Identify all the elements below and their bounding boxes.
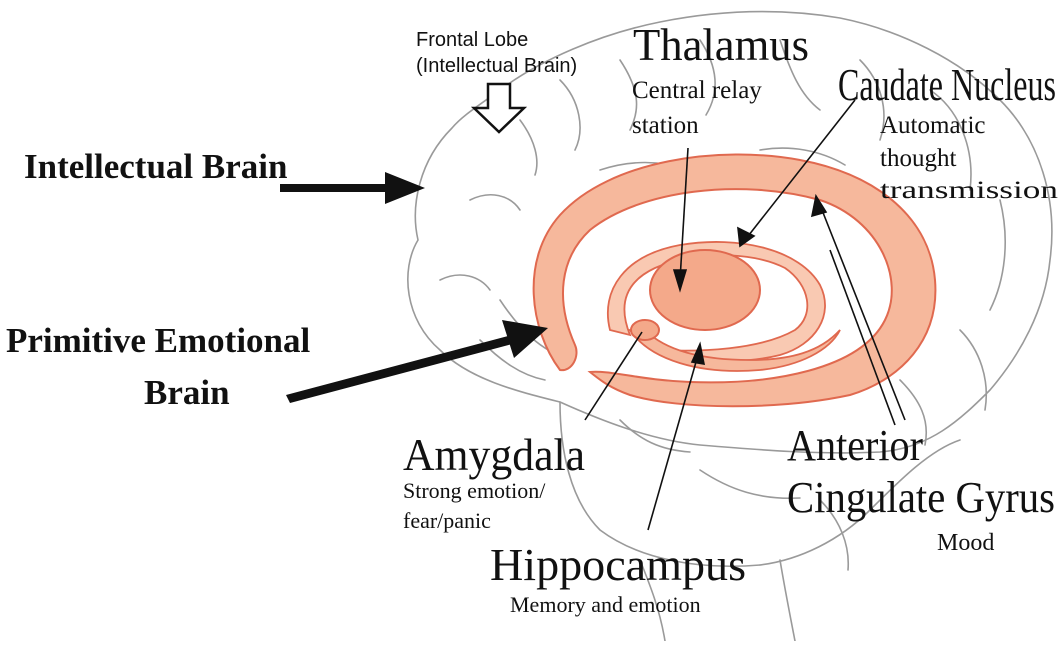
amygdala-description-line2: fear/panic [403, 508, 491, 533]
thalamus-title: Thalamus [633, 19, 809, 70]
amygdala-title: Amygdala [403, 429, 585, 480]
primitive-emotional-label-line2: Brain [144, 373, 230, 412]
anterior-cingulate-title-line2: Cingulate Gyrus [787, 473, 1055, 522]
anterior-cingulate-description: Mood [937, 530, 994, 556]
intellectual-arrow [280, 172, 425, 204]
frontal-lobe-label-line1: Frontal Lobe [416, 29, 528, 51]
limbic-system [534, 155, 936, 407]
thalamus-description-line1: Central relay [632, 77, 762, 104]
primitive-emotional-label-line1: Primitive Emotional [6, 321, 311, 360]
intellectual-brain-label: Intellectual Brain [24, 147, 287, 186]
primitive-arrow [286, 320, 548, 403]
caudate-description-line3: transmission [880, 177, 1059, 204]
anterior-cingulate-title-line1: Anterior [787, 421, 923, 470]
thalamus-shape [650, 250, 760, 330]
caudate-nucleus-title: Caudate Nucleus [838, 59, 1056, 110]
hippocampus-title: Hippocampus [490, 539, 746, 590]
hippocampus-description: Memory and emotion [510, 592, 701, 617]
amygdala-description-line1: Strong emotion/ [403, 478, 546, 503]
caudate-description-line1: Automatic [880, 112, 986, 139]
thalamus-description-line2: station [632, 112, 699, 139]
frontal-lobe-label-line2: (Intellectual Brain) [416, 55, 577, 77]
caudate-description-line2: thought [880, 145, 956, 172]
hollow-down-arrow-icon [474, 84, 524, 132]
amygdala-shape [631, 320, 659, 340]
